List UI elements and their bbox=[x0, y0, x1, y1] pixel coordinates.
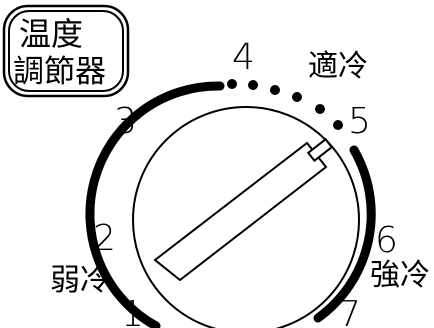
scale-dot bbox=[333, 120, 343, 130]
scale-number-3: 3 bbox=[114, 101, 137, 142]
scale-dot bbox=[270, 85, 280, 95]
scale-number-1: 1 bbox=[121, 294, 144, 328]
optimal-zone-dots bbox=[227, 79, 343, 130]
label-strong-cooling: 強冷 bbox=[370, 258, 430, 293]
title-box-inner-border bbox=[8, 10, 124, 92]
dial-grip-ridge[interactable] bbox=[153, 141, 328, 282]
dial-knob[interactable] bbox=[132, 106, 360, 328]
scale-arc-left bbox=[85, 81, 225, 328]
scale-dot bbox=[248, 80, 258, 90]
scale-arc-right bbox=[313, 145, 376, 323]
scale-dot bbox=[315, 104, 325, 114]
scale-number-7: 7 bbox=[338, 294, 361, 328]
label-weak-cooling: 弱冷 bbox=[50, 263, 110, 298]
scale-number-5: 5 bbox=[348, 101, 371, 142]
label-optimal-cooling: 適冷 bbox=[308, 49, 368, 84]
title-line-2: 調節器 bbox=[13, 54, 106, 90]
dial-pointer-mark bbox=[306, 137, 334, 163]
scale-dot bbox=[292, 92, 302, 102]
scale-number-4: 4 bbox=[232, 37, 255, 78]
scale-number-2: 2 bbox=[93, 218, 116, 259]
scale-dot bbox=[227, 79, 237, 89]
title-line-1: 温度 bbox=[19, 15, 83, 53]
scale-number-6: 6 bbox=[375, 220, 398, 261]
title-label-box: 温度 調節器 bbox=[2, 4, 130, 98]
title-box-outer-border bbox=[2, 4, 130, 98]
